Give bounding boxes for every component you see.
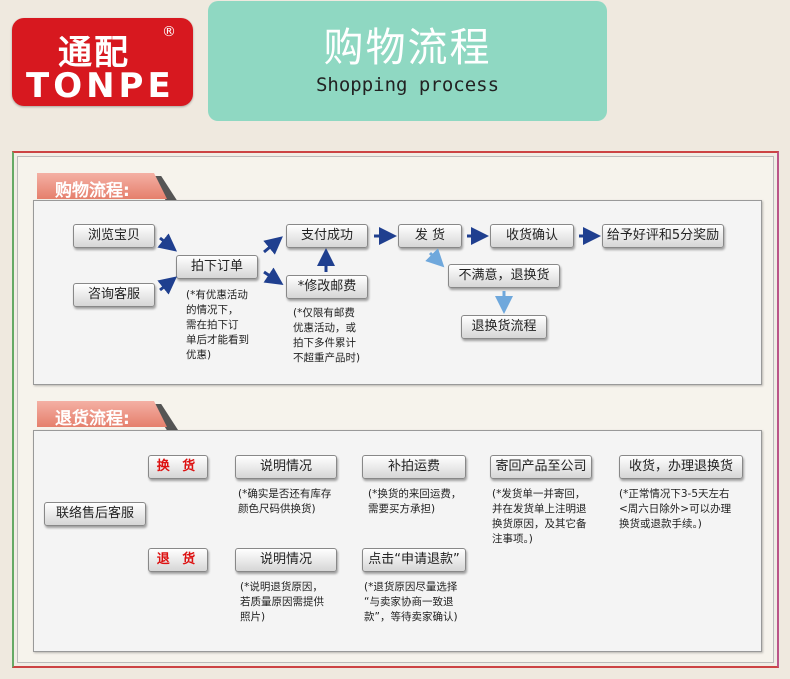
topup-shipping-box: 补拍运费 bbox=[362, 455, 466, 479]
return-flow-box: 退换货流程 bbox=[461, 315, 547, 339]
logo-chinese-text: 通配 bbox=[58, 33, 130, 73]
arrow-consult-order bbox=[157, 276, 178, 295]
pay-box: 支付成功 bbox=[286, 224, 368, 248]
topup-note: (*换货的来回运费， 需要买方承担) bbox=[368, 488, 462, 515]
title-banner: 购物流程 Shopping process bbox=[208, 1, 607, 121]
arrow-ship-unsatisfied bbox=[425, 248, 445, 268]
explain-exchange-note: (*确实是否还有库存 颜色尺码供换货) bbox=[238, 488, 332, 515]
apply-refund-box: 点击“申请退款” bbox=[362, 548, 466, 572]
explain-refund-box: 说明情况 bbox=[235, 548, 337, 572]
refund-box: 退 货 bbox=[148, 548, 208, 572]
registered-mark: ® bbox=[162, 24, 176, 40]
ship-box: 发 货 bbox=[398, 224, 462, 248]
review-box: 给予好评和5分奖励 bbox=[602, 224, 724, 248]
unsatisfied-box: 不满意，退换货 bbox=[448, 264, 560, 288]
contact-service-box: 联络售后客服 bbox=[44, 502, 146, 526]
arrow-order-pay bbox=[263, 236, 283, 255]
page-title: 购物流程 bbox=[323, 25, 492, 71]
arrow-browse-order bbox=[157, 233, 178, 252]
returns-section-tab: 退货流程: bbox=[37, 401, 167, 427]
apply-refund-note: (*退货原因尽量选择 “与卖家协商一致退 款”，等待卖家确认) bbox=[364, 581, 458, 623]
send-back-note: (*发货单一并寄回， 并在发货单上注明退 换货原因，及其它备 注事项。) bbox=[492, 488, 587, 545]
page-subtitle: Shopping process bbox=[315, 74, 500, 96]
logo-english-text: TONPE bbox=[26, 66, 175, 106]
receive-process-box: 收货，办理退换货 bbox=[619, 455, 743, 479]
modify-postage-box: *修改邮费 bbox=[286, 275, 368, 299]
brand-logo: 通配 ® TONPE bbox=[12, 18, 193, 106]
confirm-receipt-box: 收货确认 bbox=[490, 224, 574, 248]
consult-box: 咨询客服 bbox=[73, 283, 155, 307]
order-note: (*有优惠活动 的情况下， 需在拍下订 单后才能看到 优惠) bbox=[186, 289, 249, 361]
modify-postage-note: (*仅限有邮费 优惠活动，或 拍下多件累计 不超重产品时) bbox=[293, 307, 361, 364]
send-back-box: 寄回产品至公司 bbox=[490, 455, 592, 479]
shopping-section-tab: 购物流程: bbox=[37, 173, 167, 199]
explain-exchange-box: 说明情况 bbox=[235, 455, 337, 479]
browse-box: 浏览宝贝 bbox=[73, 224, 155, 248]
arrow-order-modify bbox=[263, 267, 284, 285]
explain-refund-note: (*说明退货原因， 若质量原因需提供 照片) bbox=[240, 581, 324, 623]
exchange-box: 换 货 bbox=[148, 455, 208, 479]
receive-note: (*正常情况下3-5天左右 <周六日除外>可以办理 换货或退款手续。) bbox=[619, 488, 732, 530]
order-box: 拍下订单 bbox=[176, 255, 258, 279]
